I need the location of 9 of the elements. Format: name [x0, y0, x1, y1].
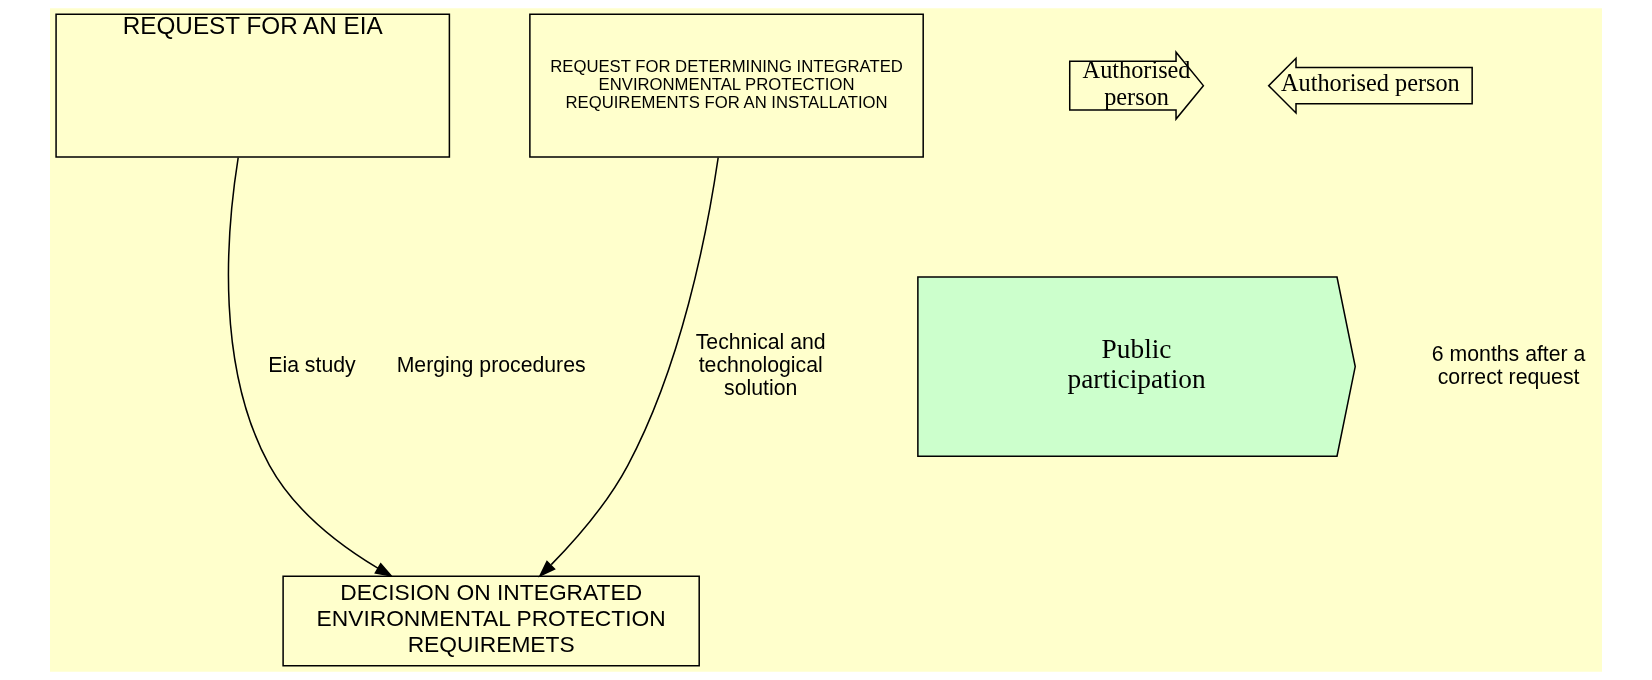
- label: 6 months after a correct request: [1431, 341, 1586, 389]
- arrow: [538, 156, 719, 578]
- node-box: REQUEST FOR DETERMINING INTEGRATED ENVIRONMENTAL PROTECTION REQUIREMENTS FOR AN INSTALLATION: [529, 13, 924, 158]
- label: Merging procedures: [396, 353, 586, 378]
- node-box: DECISION ON INTEGRATED ENVIRONMENTAL PROTECTION REQUIREMETS: [282, 575, 700, 667]
- edge-label: Eia study: [268, 353, 356, 378]
- edge-label: Technical and technological solution: [695, 330, 826, 400]
- arrow: [227, 156, 394, 578]
- node-box: REQUEST FOR AN EIA: [55, 13, 451, 158]
